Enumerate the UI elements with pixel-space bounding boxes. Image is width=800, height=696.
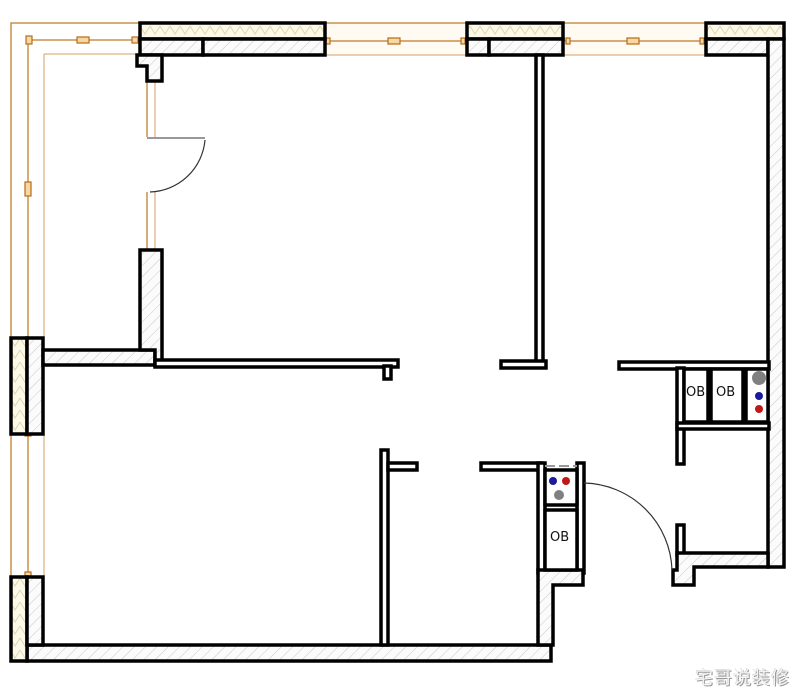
doors: [147, 137, 673, 571]
cold-water-icon: [755, 392, 763, 400]
drain-pipe-icon: [752, 371, 766, 385]
interior-walls: [41, 53, 771, 647]
kitchen-fixtures: OB OB: [682, 367, 770, 424]
appliance-label-2: OB: [716, 385, 735, 400]
bathroom-fixtures: OB: [543, 465, 579, 572]
hot-water-icon: [755, 405, 763, 413]
window-frames: [10, 22, 706, 579]
appliance-label-1: OB: [686, 385, 705, 400]
door-swing-bathroom: [583, 482, 673, 571]
watermark: 宅哥说装修: [695, 668, 790, 689]
appliance-label-3: OB: [550, 530, 569, 545]
door-swing-bedroom: [149, 139, 206, 193]
cold-water-icon: [549, 477, 557, 485]
exterior-walls: [9, 21, 786, 663]
hot-water-icon: [562, 477, 570, 485]
drain-pipe-icon: [554, 490, 564, 500]
